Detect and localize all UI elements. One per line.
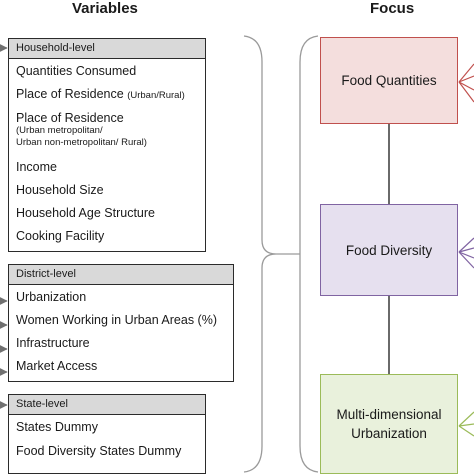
var-market-access: Market Access	[16, 358, 98, 373]
district-level-group: District-level Urbanization Women Workin…	[8, 264, 234, 382]
focus-heading: Focus	[370, 0, 415, 17]
variables-brace	[243, 35, 277, 473]
arrows-into-food-diversity	[458, 237, 474, 269]
arrows-into-food-quantities	[458, 63, 474, 103]
district-level-header: District-level	[9, 265, 233, 285]
var-household-size: Household Size	[16, 182, 104, 197]
focus-bracket	[299, 35, 319, 473]
var-cooking-facility: Cooking Facility	[16, 228, 105, 243]
var-quantities-consumed: Quantities Consumed	[16, 63, 137, 78]
focus-multidimensional-urbanization: Multi-dimensional Urbanization	[320, 374, 458, 474]
arrows-into-urbanization	[458, 411, 474, 437]
var-states-dummy: States Dummy	[16, 420, 98, 434]
household-level-group: Household-level Quantities Consumed Plac…	[8, 38, 206, 252]
outgoing-arrows	[458, 63, 474, 437]
var-urbanization: Urbanization	[16, 289, 87, 304]
var-income: Income	[16, 159, 57, 174]
var-women-working: Women Working in Urban Areas (%)	[16, 312, 218, 327]
state-level-header: State-level	[9, 395, 205, 415]
var-food-diversity-states-dummy: Food Diversity States Dummy	[16, 444, 182, 458]
var-household-age-structure: Household Age Structure	[16, 205, 155, 220]
var-place-of-residence-urban-rural: Place of Residence (Urban/Rural)	[16, 86, 185, 101]
var-infrastructure: Infrastructure	[16, 335, 90, 350]
var-place-of-residence-metro: Place of Residence (Urban metropolitan/ …	[16, 111, 147, 148]
variables-heading: Variables	[72, 0, 138, 17]
household-level-header: Household-level	[9, 39, 205, 59]
focus-food-diversity: Food Diversity	[320, 204, 458, 296]
state-level-group: State-level States Dummy Food Diversity …	[8, 394, 206, 474]
focus-food-quantities: Food Quantities	[320, 37, 458, 124]
incoming-arrows	[0, 44, 8, 409]
